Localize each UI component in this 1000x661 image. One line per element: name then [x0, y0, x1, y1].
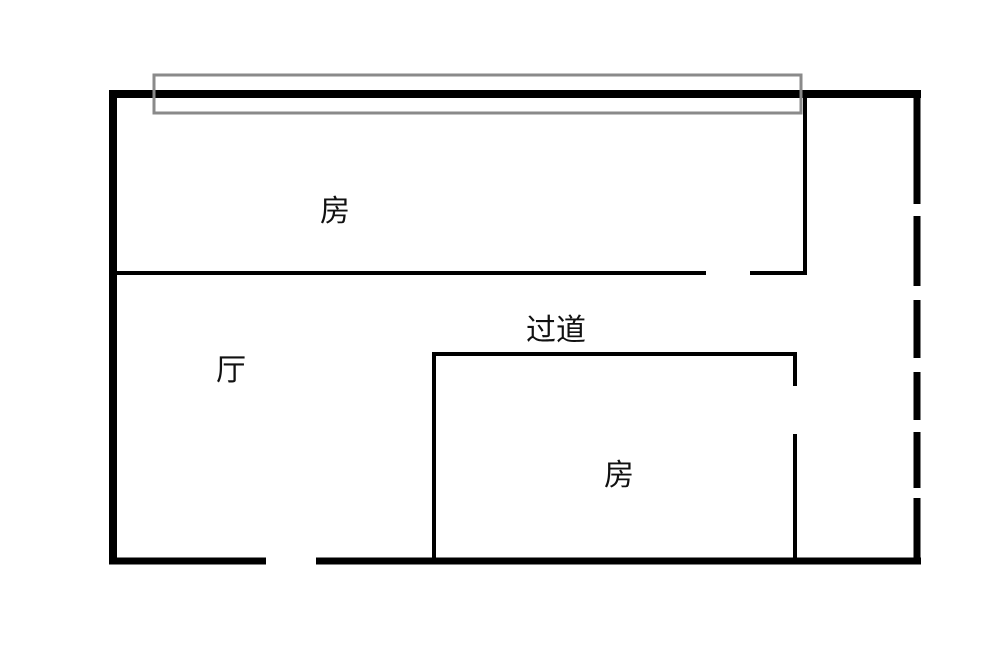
hall-label: 厅	[216, 353, 246, 388]
room-label-top: 房	[320, 194, 350, 229]
corridor-label: 过道	[526, 313, 586, 348]
room-label-bottom: 房	[604, 458, 634, 493]
highlight-box	[152, 73, 803, 115]
